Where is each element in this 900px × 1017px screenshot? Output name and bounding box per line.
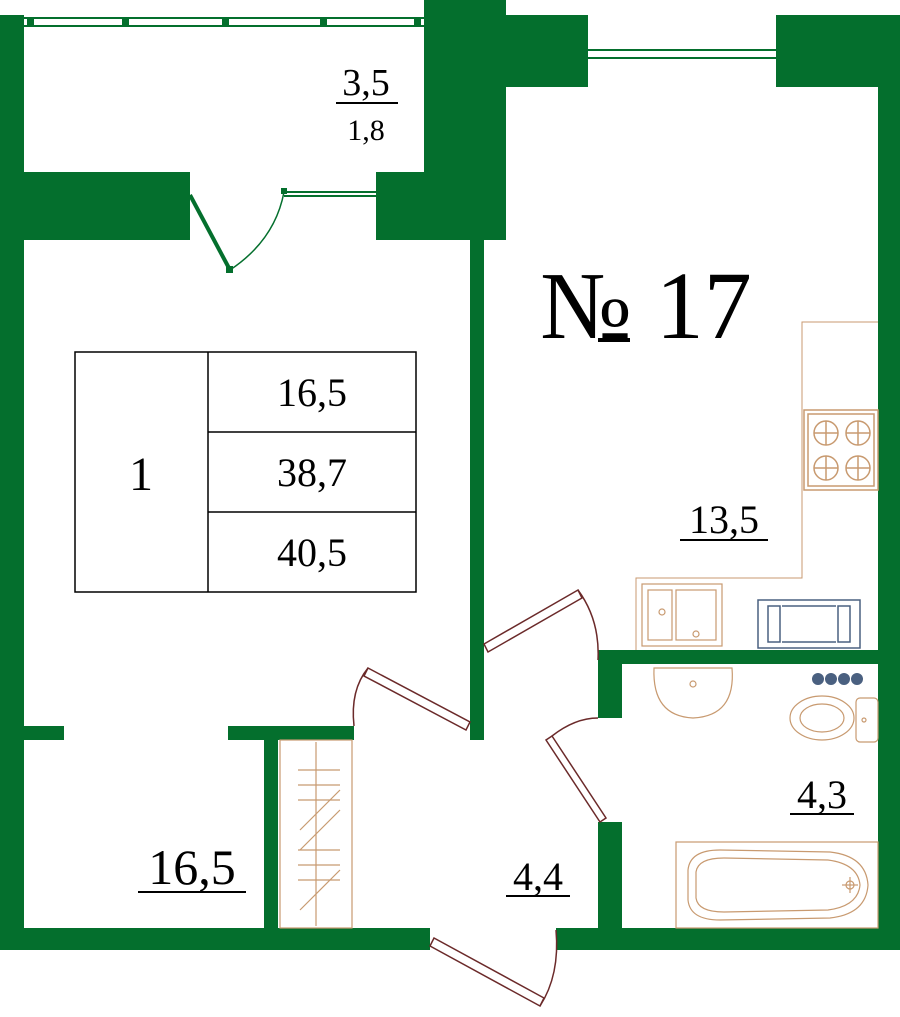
door-entrance [429,929,558,1008]
wall-living-partition-left [24,726,64,740]
apartment-number: № 17 [540,252,752,359]
total-area-with-balcony-value: 40,5 [277,530,347,575]
door-bathroom [544,717,608,824]
stove [803,409,879,491]
wall-living-partition-right [228,726,354,740]
living-room-area-label: 16,5 [148,839,236,895]
doors [352,588,608,1008]
balcony-area-label: 3,5 [342,62,390,104]
bathroom-dots [812,673,863,685]
balcony-markers [27,19,421,26]
wall-right [878,15,900,950]
kitchen-window [588,49,776,59]
wall-kitchen-top-left [484,15,588,87]
kitchen-area-label: 13,5 [689,497,759,542]
hallway-area-label: 4,4 [513,854,563,899]
wall-left [0,172,24,950]
wall-bath-left-top [598,650,622,718]
wall-bath-left-bottom [598,822,622,930]
rooms-count: 1 [129,448,153,501]
wall-balcony-left [0,15,24,175]
wall-bottom-right [556,928,900,950]
wall-bottom-left [0,928,430,950]
toilet [789,695,879,743]
bathroom-area-label: 4,3 [797,772,847,817]
door-kitchen [483,588,599,661]
bathtub [675,841,879,929]
appliance-unit [757,599,861,649]
wall-bath-top [598,650,878,664]
living-area-value: 16,5 [277,370,347,415]
kitchen-sink [641,583,723,647]
total-area-value: 38,7 [277,450,347,495]
wall-wardrobe-left [264,740,278,930]
wall-living-kitchen [470,240,484,740]
balcony-reduced-area-label: 1,8 [347,114,385,147]
wardrobe [279,739,353,929]
info-table: 1 16,5 38,7 40,5 [74,351,417,593]
door-living-room [352,666,471,732]
kitchen-counter [635,321,878,650]
walls [0,0,900,950]
wall-balcony-bottom-left [0,172,190,240]
balcony-door [188,188,380,273]
bathroom-sink [653,667,733,719]
